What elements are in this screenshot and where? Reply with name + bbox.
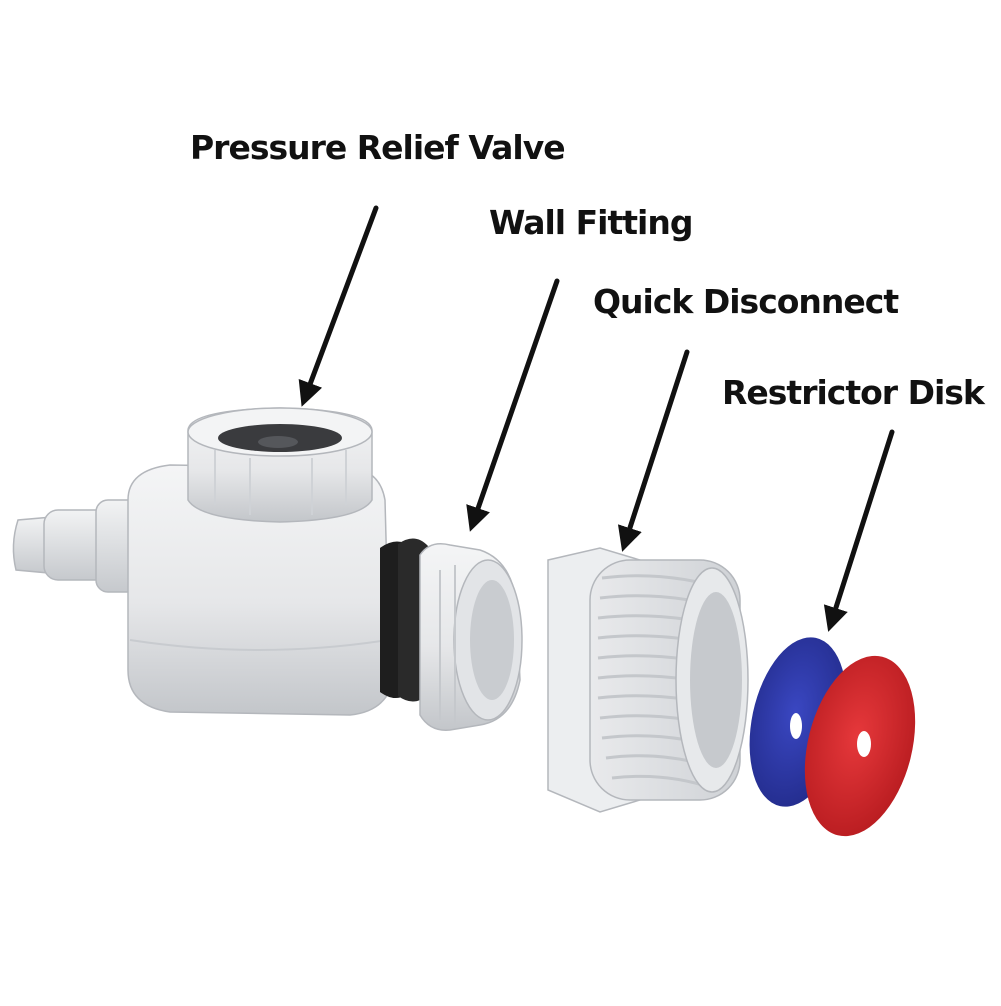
quick-disconnect-label: Quick Disconnect xyxy=(593,282,899,321)
wall-fitting-part xyxy=(547,547,749,813)
arrow-down-icon-wall-fitting xyxy=(466,278,560,532)
arrow-down-icon-restrictor-disk xyxy=(823,429,895,632)
pressure-relief-valve-part xyxy=(12,407,523,731)
restrictor-disk-part xyxy=(749,637,916,837)
arrow-down-icon-quick-disconnect xyxy=(617,349,690,552)
restrictor-disk-label: Restrictor Disk xyxy=(722,373,985,412)
arrow-down-icon-pressure-relief-valve xyxy=(298,205,379,407)
wall-fitting-label: Wall Fitting xyxy=(489,203,693,242)
pressure-relief-valve-label: Pressure Relief Valve xyxy=(190,128,566,167)
